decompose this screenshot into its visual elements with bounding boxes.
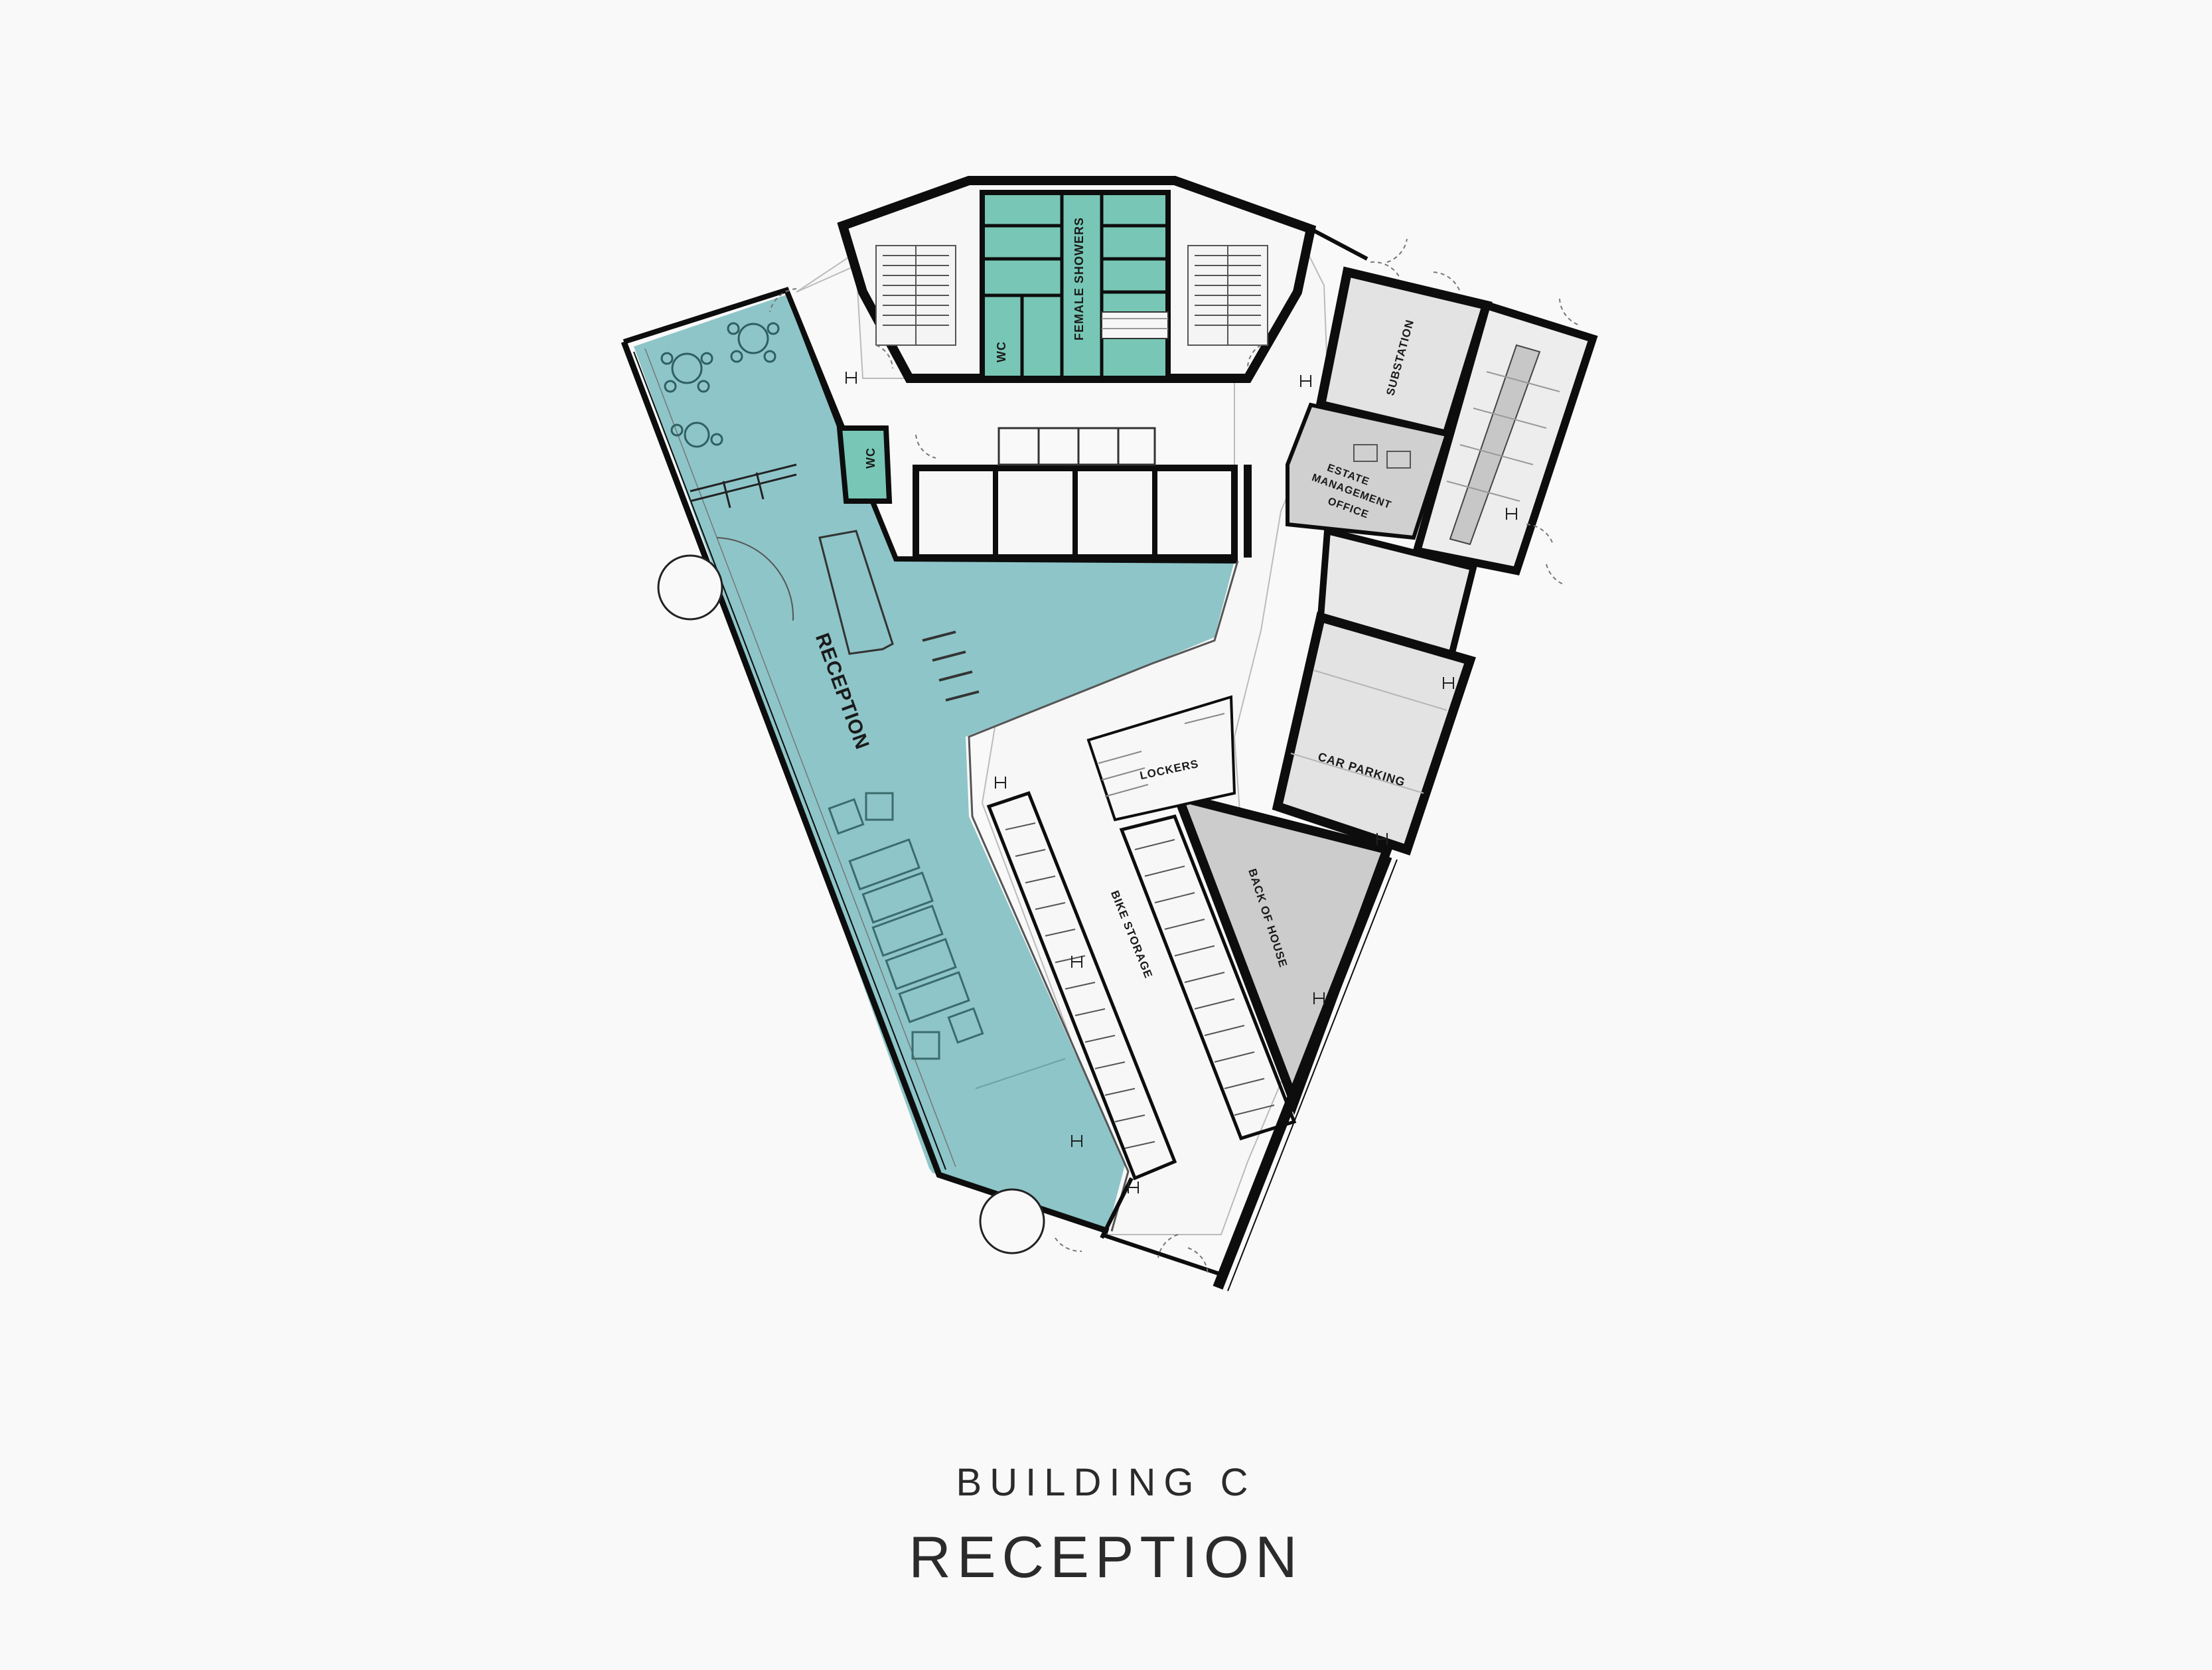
building-name: BUILDING C <box>956 1461 1256 1504</box>
female-showers-label: FEMALE SHOWERS <box>1072 217 1086 341</box>
female-showers-room <box>980 190 1171 381</box>
east-facade <box>1213 854 1392 1290</box>
car-parking-area <box>1272 611 1476 856</box>
lockers-room <box>1086 695 1236 822</box>
entrance-revolving-door-south <box>979 1188 1045 1254</box>
reception-zone <box>634 295 1234 1228</box>
stair-icon <box>875 245 956 346</box>
wc-label: WC <box>864 447 877 469</box>
sofa-icon <box>828 792 984 1060</box>
fire-hydrant-icon <box>846 372 1517 1193</box>
bike-rack-zone-east <box>1119 814 1297 1141</box>
bike-rack-icon <box>1005 822 1155 1149</box>
estate-management-office <box>1286 402 1449 540</box>
glazed-screen <box>690 463 797 508</box>
door-swing-icon <box>769 238 1580 1275</box>
reception-inner-wall <box>968 560 1239 1232</box>
bike-rack-icon <box>1134 839 1275 1116</box>
plan-caption: BUILDING C RECEPTION <box>0 1460 2212 1591</box>
entrance-revolving-door <box>657 554 723 621</box>
level-name: RECEPTION <box>909 1524 1303 1590</box>
table-chairs-icon <box>660 322 780 448</box>
reception-facade-west <box>621 341 1110 1235</box>
stair-icon <box>1187 245 1268 346</box>
wc-room <box>836 425 893 504</box>
turnstiles <box>922 631 980 702</box>
reception-desk <box>818 530 894 655</box>
bike-rack-zone-west <box>986 791 1177 1181</box>
wc-label: WC <box>995 341 1008 362</box>
